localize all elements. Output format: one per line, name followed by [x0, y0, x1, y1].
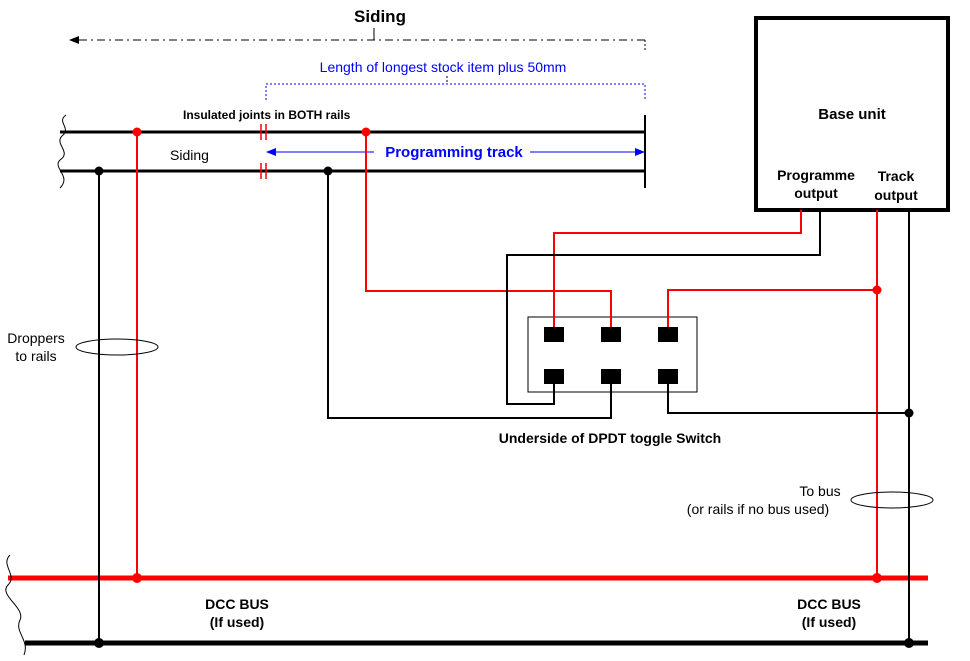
dcc-bus-left-label-2: (If used)	[210, 614, 264, 630]
track-black-to-switch	[667, 384, 909, 414]
track-output-label-2: output	[874, 187, 918, 203]
programme-output-black-wire	[506, 210, 821, 405]
switch-terminals	[544, 327, 678, 384]
length-bracket	[265, 83, 646, 100]
switch-caption: Underside of DPDT toggle Switch	[499, 430, 721, 446]
droppers-label-2: to rails	[15, 348, 56, 364]
track-output-label-1: Track	[878, 168, 915, 184]
prog-track-black-wire	[327, 171, 612, 419]
base-unit-title: Base unit	[818, 106, 886, 123]
siding-label: Siding	[170, 147, 209, 163]
bus-break-left	[5, 554, 26, 656]
dcc-bus-right-label-1: DCC BUS	[797, 596, 861, 612]
rail-break-left	[57, 114, 67, 189]
programme-output-label-1: Programme	[777, 167, 855, 183]
to-bus-ellipse	[850, 491, 934, 509]
prog-track-red-wire	[365, 132, 612, 327]
insulated-joint-bottom	[260, 163, 267, 179]
length-label: Length of longest stock item plus 50mm	[320, 59, 567, 75]
droppers-ellipse	[75, 338, 159, 356]
base-unit-box	[754, 16, 950, 212]
dcc-bus-left-label-1: DCC BUS	[205, 596, 269, 612]
programme-output-red-wire	[553, 210, 802, 327]
siding-title: Siding	[354, 7, 406, 26]
track-red-to-switch	[667, 289, 877, 327]
insulated-joint-top	[260, 124, 267, 140]
droppers-label-1: Droppers	[7, 330, 65, 346]
programming-track-label: Programming track	[385, 144, 523, 161]
programme-output-label-2: output	[794, 185, 838, 201]
insulated-joints-label: Insulated joints in BOTH rails	[183, 108, 351, 122]
dcc-bus-right-label-2: (If used)	[802, 614, 856, 630]
to-bus-label-1: To bus	[799, 483, 840, 499]
to-bus-label-2: (or rails if no bus used)	[687, 501, 829, 517]
